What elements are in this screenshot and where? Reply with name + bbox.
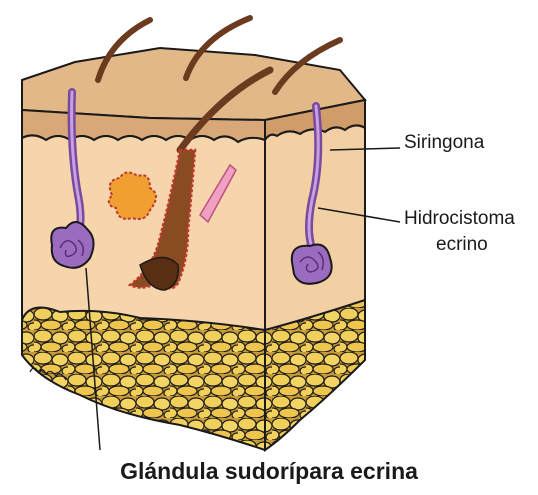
fat-front: [22, 308, 265, 451]
label-glandula: Glándula sudorípara ecrina: [0, 458, 538, 484]
eccrine-gland-left: [51, 222, 93, 268]
label-hidrocistoma-line2: ecrino: [436, 234, 488, 256]
eccrine-gland-right: [292, 245, 332, 284]
label-hidrocistoma: Hidrocistoma: [404, 208, 515, 230]
label-siringona: Siringona: [404, 132, 484, 154]
